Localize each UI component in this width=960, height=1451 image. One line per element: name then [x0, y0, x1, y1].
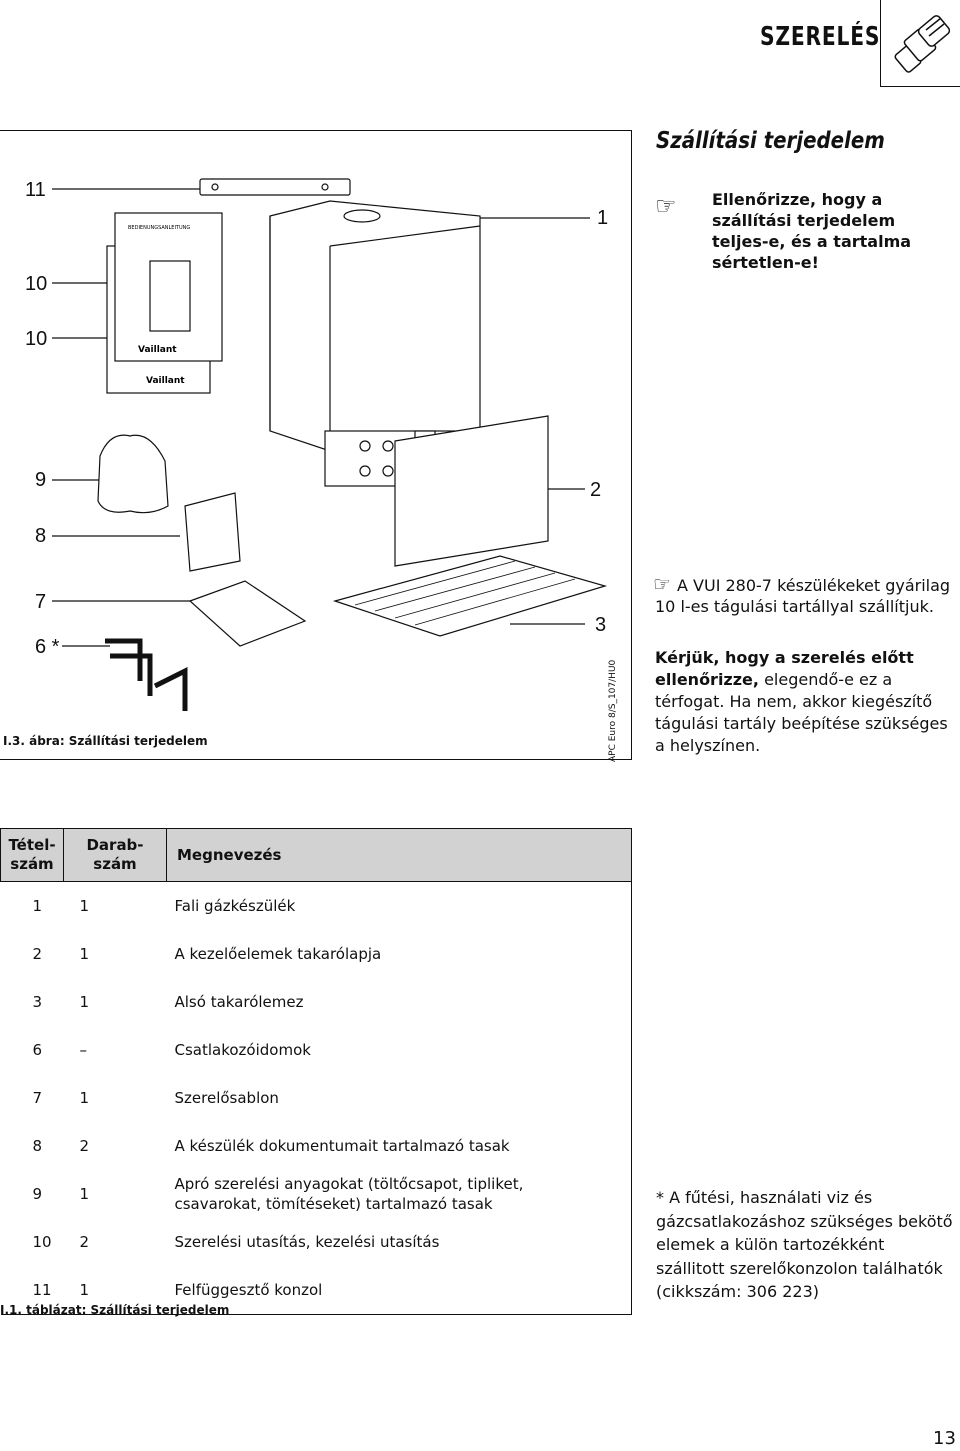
label-1: 1: [597, 207, 609, 229]
row-desc: Szerelősablon: [166, 1074, 632, 1122]
note-check-delivery: Ellenőrizze, hogy a szállítási terjedele…: [712, 190, 912, 272]
figure-caption: I.3. ábra: Szállítási terjedelem: [3, 734, 208, 748]
table-row: 10 2 Szerelési utasítás, kezelési utasítás: [1, 1218, 632, 1266]
note-expansion-tank: A VUI 280-7 készülékeket gyárilag 10 l-e…: [655, 575, 955, 617]
row-num: 7: [32, 1089, 43, 1107]
manual-brand-back: Vaillant: [146, 376, 185, 386]
page-header-title: SZERELÉS: [760, 22, 881, 52]
pointing-hand-icon-2: ☞: [653, 572, 671, 596]
label-8: 8: [35, 525, 47, 547]
row-desc: A kezelőelemek takarólapja: [166, 930, 632, 978]
pointing-hand-icon: ☞: [655, 192, 677, 220]
row-qty: 1: [79, 897, 90, 915]
row-qty: 2: [79, 1233, 90, 1251]
manual-title: BEDIENUNGSANLEITUNG: [128, 225, 190, 231]
row-qty: 1: [79, 1185, 90, 1203]
table-row: 9 1 Apró szerelési anyagokat (töltőcsapot,…: [1, 1170, 632, 1218]
header-name: Megnevezés: [166, 828, 632, 882]
table-row: 3 1 Alsó takarólemez: [1, 978, 632, 1026]
table-row: 7 1 Szerelősablon: [1, 1074, 632, 1122]
row-desc: Fali gázkészülék: [166, 881, 632, 930]
note-volume-rest: elegendő-e ez a térfogat. Ha nem, akkor …: [655, 670, 948, 755]
label-6: 6 *: [35, 636, 60, 658]
footnote: * A fűtési, használati viz és gázcsatlak…: [656, 1188, 953, 1301]
note-expansion-text: A VUI 280-7 készülékeket gyárilag 10 l-e…: [655, 576, 951, 616]
row-num: 1: [32, 897, 43, 915]
row-num: 8: [32, 1137, 43, 1155]
row-qty: 1: [79, 945, 90, 963]
label-3: 3: [595, 614, 607, 636]
note-volume-check: Kérjük, hogy a szerelés előtt ellenőrizz…: [655, 647, 955, 757]
table-header-row: Tétel-szám Darab-szám Megnevezés: [0, 828, 632, 882]
table-row: 1 1 Fali gázkészülék: [1, 881, 632, 930]
figure-code: APC Euro 8/S_107/HU0: [608, 659, 618, 762]
row-num: 10: [32, 1233, 52, 1251]
label-10b: 10: [25, 328, 48, 350]
row-num: 2: [32, 945, 43, 963]
header-qty: Darab-szám: [63, 828, 167, 882]
row-num: 11: [0, 1266, 64, 1315]
row-desc: Felfüggesztő konzol: [166, 1266, 632, 1315]
figure-frame: BEDIENUNGSANLEITUNG Vaillant Vaillant 11…: [0, 130, 632, 760]
row-num: 3: [32, 993, 43, 1011]
row-qty: 1: [79, 993, 90, 1011]
row-desc: A készülék dokumentumait tartalmazó tasa…: [166, 1122, 632, 1170]
row-qty: 2: [79, 1137, 90, 1155]
row-desc: Alsó takarólemez: [166, 978, 632, 1026]
label-9: 9: [35, 469, 47, 491]
pipe-fitting-icon: [880, 0, 960, 87]
row-desc: Csatlakozóidomok: [166, 1026, 632, 1074]
label-11: 11: [25, 179, 46, 201]
label-7: 7: [35, 591, 47, 613]
row-qty: 1: [79, 1089, 90, 1107]
header-num: Tétel-szám: [0, 828, 64, 882]
row-qty: 1: [63, 1266, 167, 1315]
table-row: 6 – Csatlakozóidomok: [1, 1026, 632, 1074]
row-desc: Szerelési utasítás, kezelési utasítás: [166, 1218, 632, 1266]
row-qty: –: [79, 1041, 88, 1059]
table-row: 2 1 A kezelőelemek takarólapja: [1, 930, 632, 978]
row-num: 9: [32, 1185, 43, 1203]
table-row: 8 2 A készülék dokumentumait tartalmazó ta…: [1, 1122, 632, 1170]
manual-brand: Vaillant: [138, 345, 177, 355]
table-caption: I.1. táblázat: Szállítási terjedelem: [0, 1303, 230, 1317]
section-title: Szállítási terjedelem: [656, 128, 885, 154]
label-10a: 10: [25, 273, 48, 295]
note-volume-bold: Kérjük, hogy a szerelés előtt ellenőrizz…: [655, 648, 914, 689]
label-2: 2: [590, 479, 602, 501]
row-num: 6: [32, 1041, 43, 1059]
page-number: 13: [933, 1428, 956, 1449]
row-desc: Apró szerelési anyagokat (töltőcsapot, t…: [166, 1170, 632, 1218]
